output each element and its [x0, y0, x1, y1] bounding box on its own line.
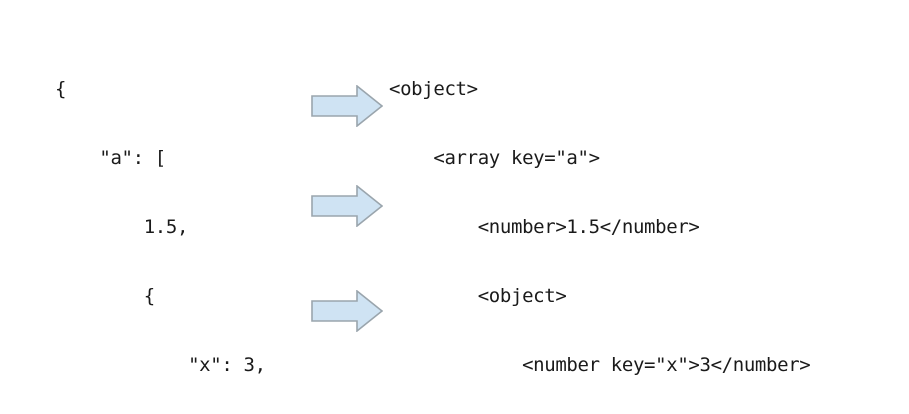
json-line: {	[55, 78, 67, 100]
json-line: "a": [	[55, 147, 166, 169]
xml-line: <number key="x">3</number>	[389, 354, 811, 376]
xml-line: <array key="a">	[389, 147, 600, 169]
json-line: 1.5,	[55, 216, 189, 238]
xml-result-panel: <object> <array key="a"> <number>1.5</nu…	[389, 32, 866, 414]
json-source-panel: { "a": [ 1.5, { "x": 3, "y": true }, nul…	[55, 32, 288, 414]
json-line: "x": 3,	[55, 354, 266, 376]
xml-line: <number>1.5</number>	[389, 216, 700, 238]
xml-line: <object>	[389, 78, 478, 100]
right-arrow-icon	[311, 185, 383, 227]
right-arrow-icon	[311, 290, 383, 332]
xml-line: <object>	[389, 285, 567, 307]
right-arrow-icon	[311, 85, 383, 127]
json-line: {	[55, 285, 155, 307]
